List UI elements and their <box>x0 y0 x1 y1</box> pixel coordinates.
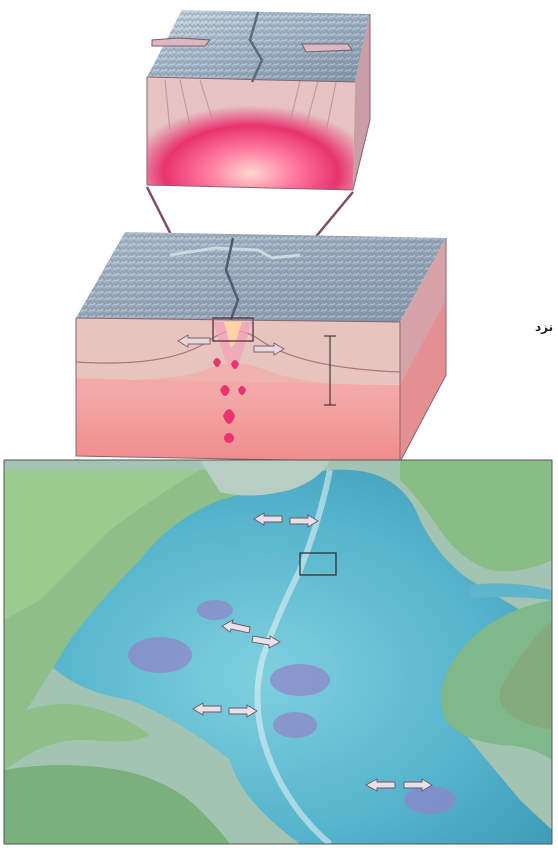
middle-ridge-block <box>76 232 446 462</box>
atlantic-relief-map <box>4 460 552 844</box>
top-ridge-block <box>147 10 370 190</box>
side-label: نزد <box>535 320 553 334</box>
